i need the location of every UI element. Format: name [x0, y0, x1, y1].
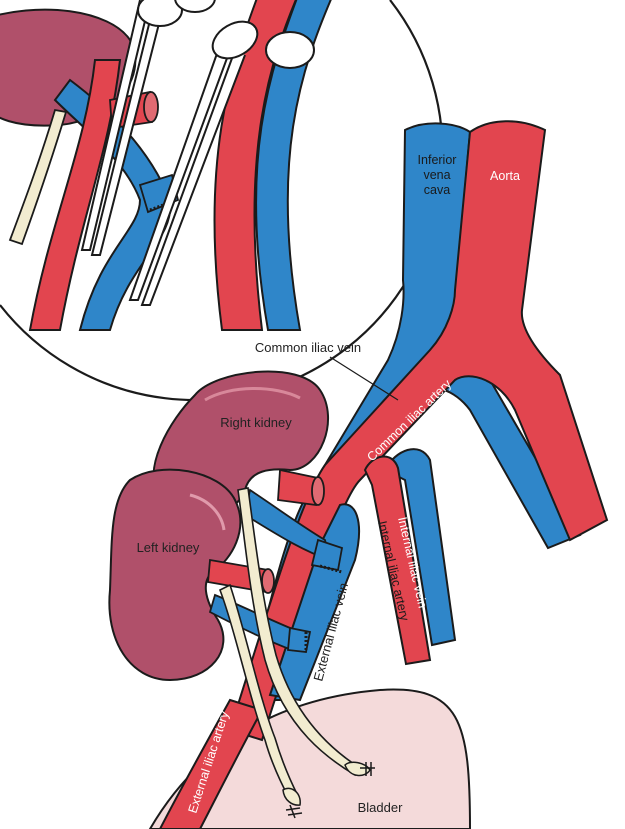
label-ivc-2: vena: [423, 168, 450, 182]
label-ivc-1: Inferior: [418, 153, 457, 167]
label-aorta: Aorta: [490, 169, 520, 183]
inset-magnified-view: [0, 0, 443, 400]
label-right-kidney: Right kidney: [220, 415, 292, 430]
label-ivc-3: cava: [424, 183, 450, 197]
label-left-kidney: Left kidney: [137, 540, 200, 555]
label-bladder: Bladder: [358, 800, 403, 815]
label-common-iliac-vein: Common iliac vein: [255, 340, 361, 355]
